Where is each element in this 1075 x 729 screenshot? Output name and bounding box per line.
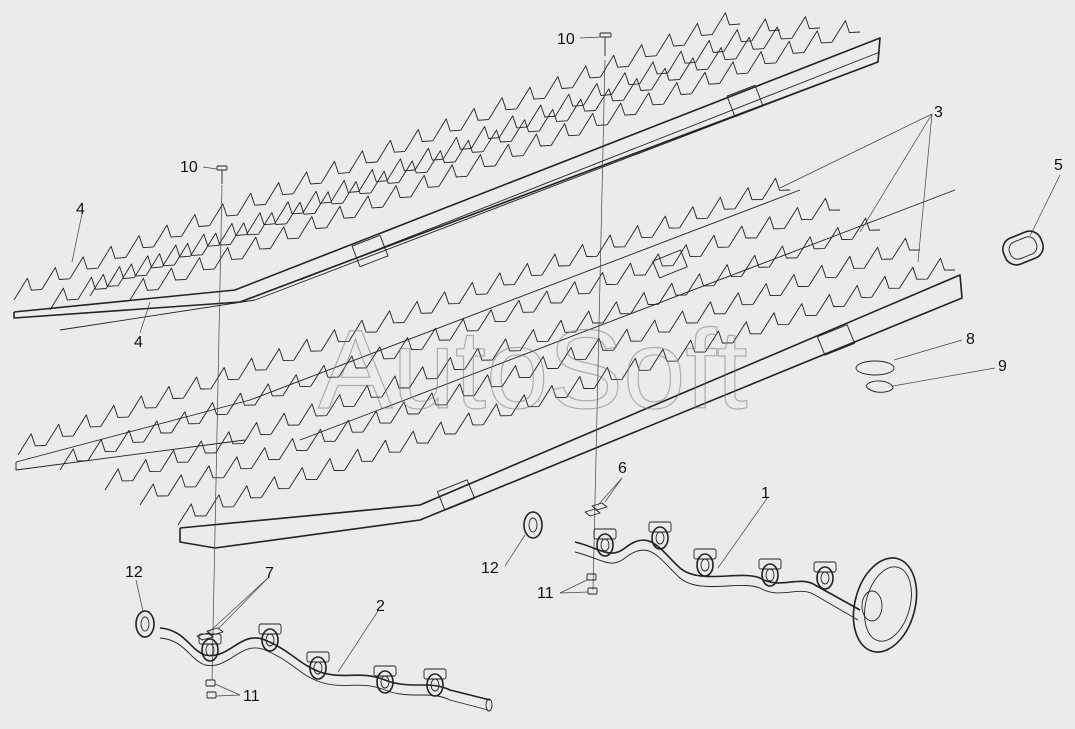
retaining-clip (865, 380, 894, 393)
upper-sieve-bracket-a (351, 234, 389, 268)
callout-7: 7 (265, 565, 274, 582)
callout-5: 5 (1054, 157, 1063, 174)
bearing-right (523, 511, 543, 539)
lower-sieve-front (15, 177, 963, 549)
callout-9: 9 (998, 358, 1007, 375)
callout-2: 2 (376, 598, 385, 615)
callout-1: 1 (761, 485, 770, 502)
upper-sieve-rear (13, 12, 881, 331)
callout-10-left: 10 (180, 159, 198, 176)
bolt-left (216, 165, 228, 184)
callout-4-top: 4 (76, 201, 85, 218)
lower-sieve-frame (179, 274, 963, 549)
upper-sieve-frame (13, 37, 881, 319)
callout-4-bottom: 4 (134, 334, 143, 351)
mount-axis-left (211, 184, 223, 681)
upper-sieve-lower-edge (59, 61, 879, 331)
lower-sieve-rail-2 (15, 189, 801, 463)
bearing-housing (373, 665, 397, 694)
bolt-right (599, 32, 612, 56)
seal-ring (1002, 230, 1044, 266)
upper-sieve-serrations (13, 12, 861, 311)
lower-sieve-bracket-c (652, 249, 688, 279)
callout-6: 6 (618, 460, 627, 477)
leader-lines (71, 36, 1061, 697)
lower-sieve-back-edge (15, 439, 246, 471)
nut-right-a (586, 573, 597, 581)
bearing-left (135, 610, 155, 638)
bearing-housing (813, 561, 837, 590)
bearing-housings (198, 521, 837, 697)
bearing-housing (423, 668, 447, 697)
nut-left-b (206, 691, 217, 699)
pulley (852, 557, 918, 653)
lower-sieve-serrations (17, 177, 956, 526)
lower-sieve-rail (299, 189, 956, 441)
callout-11-left: 11 (243, 688, 260, 705)
seal-ring-inner (1008, 236, 1038, 260)
callout-8: 8 (966, 331, 975, 348)
callout-12-left: 12 (125, 564, 143, 581)
upper-sieve-bracket-b (726, 84, 764, 118)
watermark: AutoSoft (318, 307, 748, 432)
upper-sieve-rail (299, 51, 881, 281)
mount-axis-right (592, 59, 606, 591)
lower-sieve-bracket-b (816, 324, 856, 356)
callout-12-right: 12 (481, 560, 499, 577)
bearing-housing (258, 623, 282, 652)
bearing-housing (593, 528, 617, 557)
callout-10-right: 10 (557, 31, 575, 48)
callout-11-right: 11 (537, 585, 554, 602)
crankshaft-left (135, 610, 493, 712)
bearing-housing (758, 558, 782, 587)
nut-left-a (205, 679, 216, 687)
nut-right-b (587, 587, 598, 595)
callout-3: 3 (934, 104, 943, 121)
ring (855, 360, 895, 376)
plate-right-a (584, 508, 601, 517)
crankshaft-right (523, 511, 918, 653)
bearing-housing (306, 651, 330, 680)
lower-sieve-bracket-a (436, 479, 476, 511)
bearing-housing (198, 633, 222, 662)
bearing-housing (693, 548, 717, 577)
bearing-housing (648, 521, 672, 550)
